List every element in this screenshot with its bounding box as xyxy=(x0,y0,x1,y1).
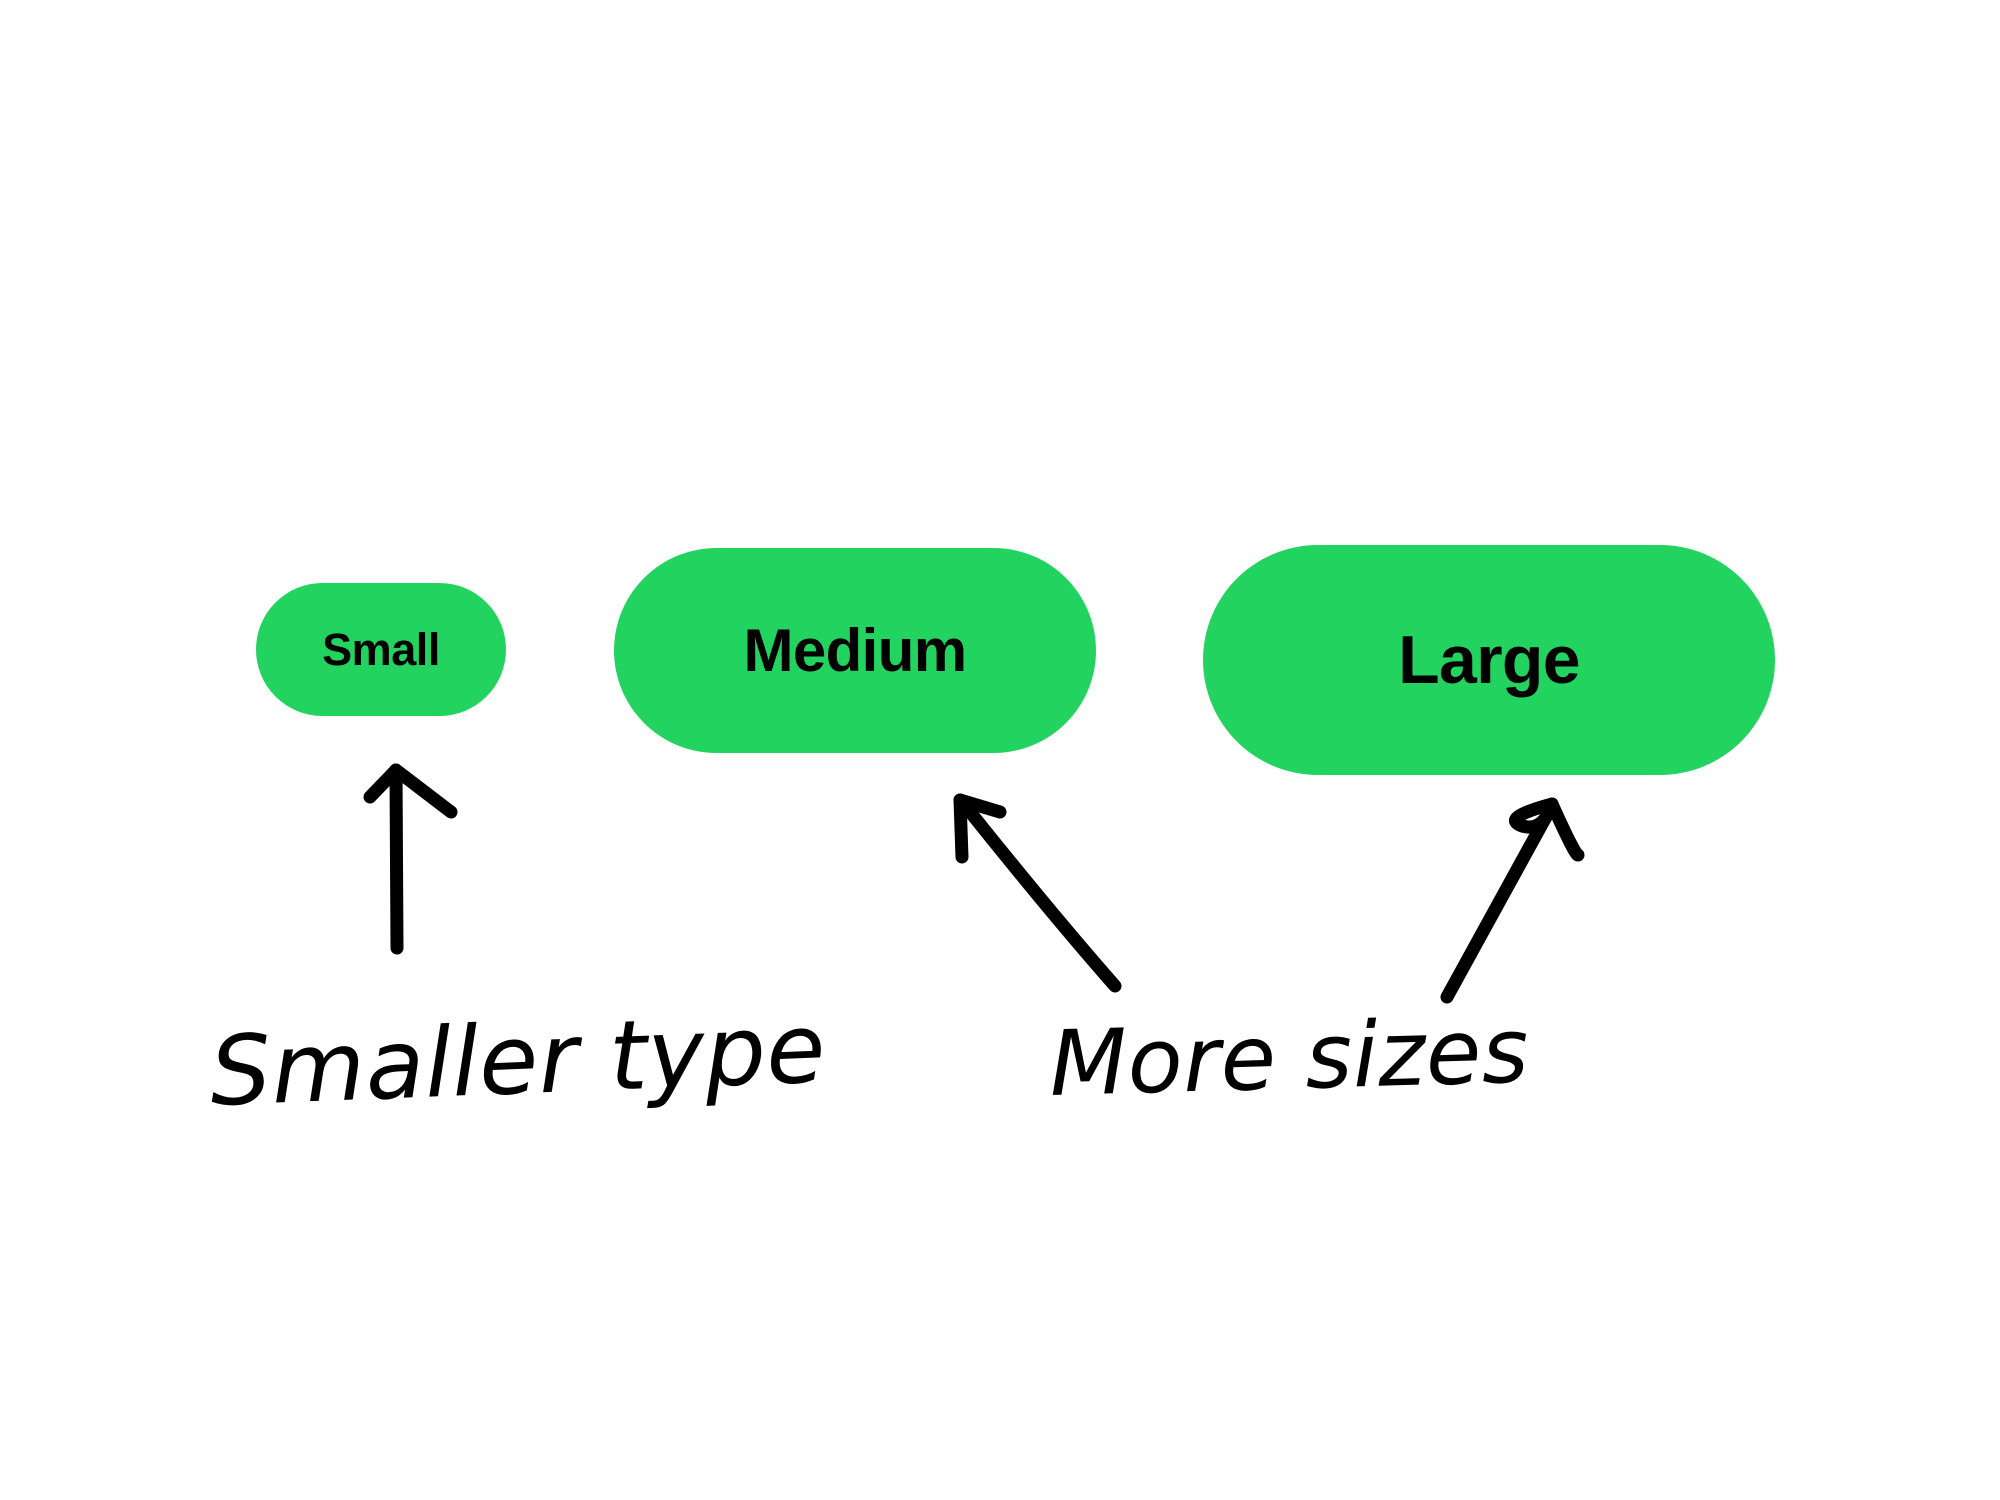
medium-button[interactable]: Medium xyxy=(614,548,1096,753)
large-button-label: Large xyxy=(1398,622,1580,698)
small-button[interactable]: Small xyxy=(256,583,506,716)
arrow-to-small-icon xyxy=(363,763,458,955)
large-button[interactable]: Large xyxy=(1203,545,1775,775)
medium-button-label: Medium xyxy=(743,617,967,684)
arrow-to-medium-icon xyxy=(953,793,1122,993)
annotation-smaller-type: Smaller type xyxy=(208,992,828,1128)
small-button-label: Small xyxy=(322,623,440,675)
arrow-to-large-icon xyxy=(1440,797,1585,1004)
annotation-more-sizes: More sizes xyxy=(1048,998,1531,1117)
